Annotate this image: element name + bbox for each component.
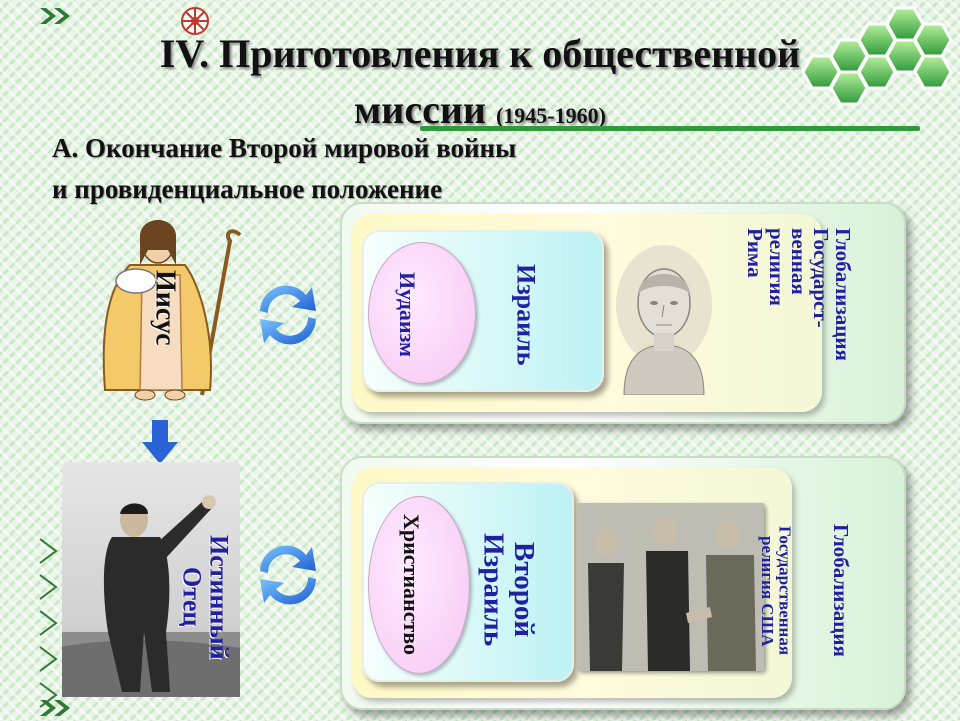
jesus-figure-image	[90, 205, 250, 405]
roman-bust-image	[604, 245, 724, 396]
title-years: (1945-1960)	[495, 103, 606, 128]
subtitle-line1: А. Окончание Второй мировой войны	[52, 133, 517, 163]
down-arrow-icon	[140, 420, 180, 464]
rome-globalization-label: Глобализация Государст- венная религия Р…	[743, 228, 856, 361]
logo-icon	[180, 6, 210, 36]
subtitle-line2: и провиденциальное положение	[52, 174, 443, 204]
title-underline	[420, 126, 920, 131]
second-israel-label: Второй Израиль	[477, 533, 540, 647]
double-chevron-icon	[40, 8, 80, 24]
page-title-line2: миссии (1945-1960)	[0, 86, 960, 133]
bottom-christianity-oval	[368, 496, 470, 674]
jesus-label: Иисус	[149, 270, 181, 346]
cycle-arrows-icon	[248, 535, 328, 615]
us-state-religion-label: Государственная религия США	[757, 526, 795, 656]
title-word: миссии	[354, 87, 486, 132]
hexagon-cluster-icon	[786, 2, 956, 122]
judaism-label: Иудаизм	[395, 272, 421, 358]
top-judaism-oval	[368, 242, 476, 384]
double-chevron-icon	[40, 700, 80, 716]
true-father-photo	[62, 462, 240, 697]
side-chevron-decoration	[38, 535, 60, 715]
cycle-arrows-icon	[248, 275, 328, 355]
globalization-label: Глобализация	[829, 523, 854, 657]
israel-label: Израиль	[511, 264, 541, 366]
usa-handshake-photo	[578, 503, 764, 671]
page-title: IV. Приготовления к общественной	[159, 31, 801, 76]
christianity-label: Христианство	[399, 514, 425, 656]
true-father-label: Истинный Отец	[177, 534, 234, 660]
